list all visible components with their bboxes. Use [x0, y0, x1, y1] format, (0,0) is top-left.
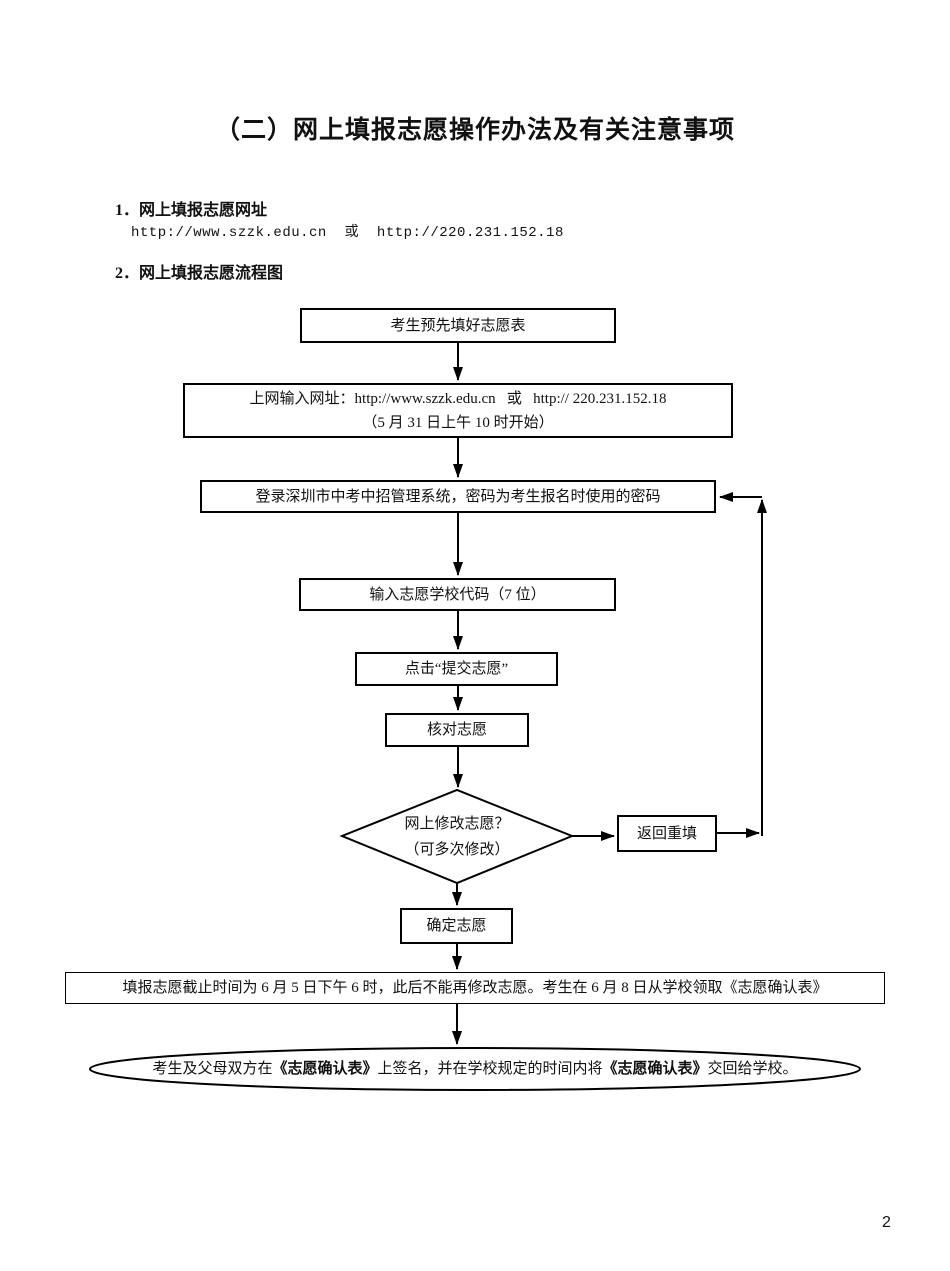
decision-line1: 网上修改志愿？: [404, 816, 510, 832]
terminal-ellipse-shape: [89, 1047, 861, 1091]
section-2-heading: 2．网上填报志愿流程图: [115, 265, 284, 282]
final-seg3: 上签名，并在学校规定的时间内将: [377, 1061, 603, 1077]
flow-step-login-system: 登录深圳市中考中招管理系统，密码为考生报名时使用的密码: [200, 480, 716, 513]
flow-step-return-refill-label: 返回重填: [636, 825, 697, 842]
flow-step-enter-url-line2: （5 月 31 日上午 10 时开始）: [362, 414, 554, 431]
decision-line2: （可多次修改）: [404, 842, 510, 858]
section-1-heading: 1．网上填报志愿网址: [115, 202, 268, 219]
decision-diamond-shape: [339, 788, 575, 885]
flow-step-deadline: 填报志愿截止时间为 6 月 5 日下午 6 时，此后不能再修改志愿。考生在 6 …: [65, 972, 885, 1004]
flow-step-prepare-form: 考生预先填好志愿表: [300, 308, 616, 343]
website-url-text: http://www.szzk.edu.cn 或 http://220.231.…: [131, 225, 564, 241]
flow-step-enter-url-line1: 上网输入网址：http://www.szzk.edu.cn 或 http:// …: [249, 390, 667, 407]
flow-step-submit-label: 点击“提交志愿”: [404, 661, 509, 677]
flow-step-verify: 核对志愿: [385, 713, 529, 747]
flow-step-login-system-label: 登录深圳市中考中招管理系统，密码为考生报名时使用的密码: [255, 488, 661, 505]
final-seg2-bold: 《志愿确认表》: [272, 1061, 378, 1077]
final-seg1: 考生及父母双方在: [152, 1061, 273, 1077]
decision-diamond-text: 网上修改志愿？ （可多次修改）: [342, 798, 572, 876]
flow-step-enter-school-code-label: 输入志愿学校代码（7 位）: [369, 586, 546, 603]
flow-step-submit: 点击“提交志愿”: [355, 652, 558, 686]
page-title: （二）网上填报志愿操作办法及有关注意事项: [214, 117, 735, 144]
flow-step-prepare-form-label: 考生预先填好志愿表: [390, 317, 526, 334]
terminal-ellipse-text: 考生及父母双方在《志愿确认表》上签名，并在学校规定的时间内将《志愿确认表》交回给…: [90, 1050, 860, 1088]
final-seg5: 交回给学校。: [707, 1061, 798, 1077]
flow-step-deadline-label: 填报志愿截止时间为 6 月 5 日下午 6 时，此后不能再修改志愿。考生在 6 …: [122, 980, 828, 996]
flow-step-confirm: 确定志愿: [400, 908, 513, 944]
flow-step-confirm-label: 确定志愿: [426, 918, 487, 934]
flow-step-enter-school-code: 输入志愿学校代码（7 位）: [299, 578, 616, 611]
page-number: 2: [882, 1214, 891, 1231]
flow-step-verify-label: 核对志愿: [426, 722, 487, 738]
final-seg4-bold: 《志愿确认表》: [602, 1061, 708, 1077]
flow-step-return-refill: 返回重填: [617, 815, 717, 852]
flow-step-enter-url: 上网输入网址：http://www.szzk.edu.cn 或 http:// …: [183, 383, 733, 438]
